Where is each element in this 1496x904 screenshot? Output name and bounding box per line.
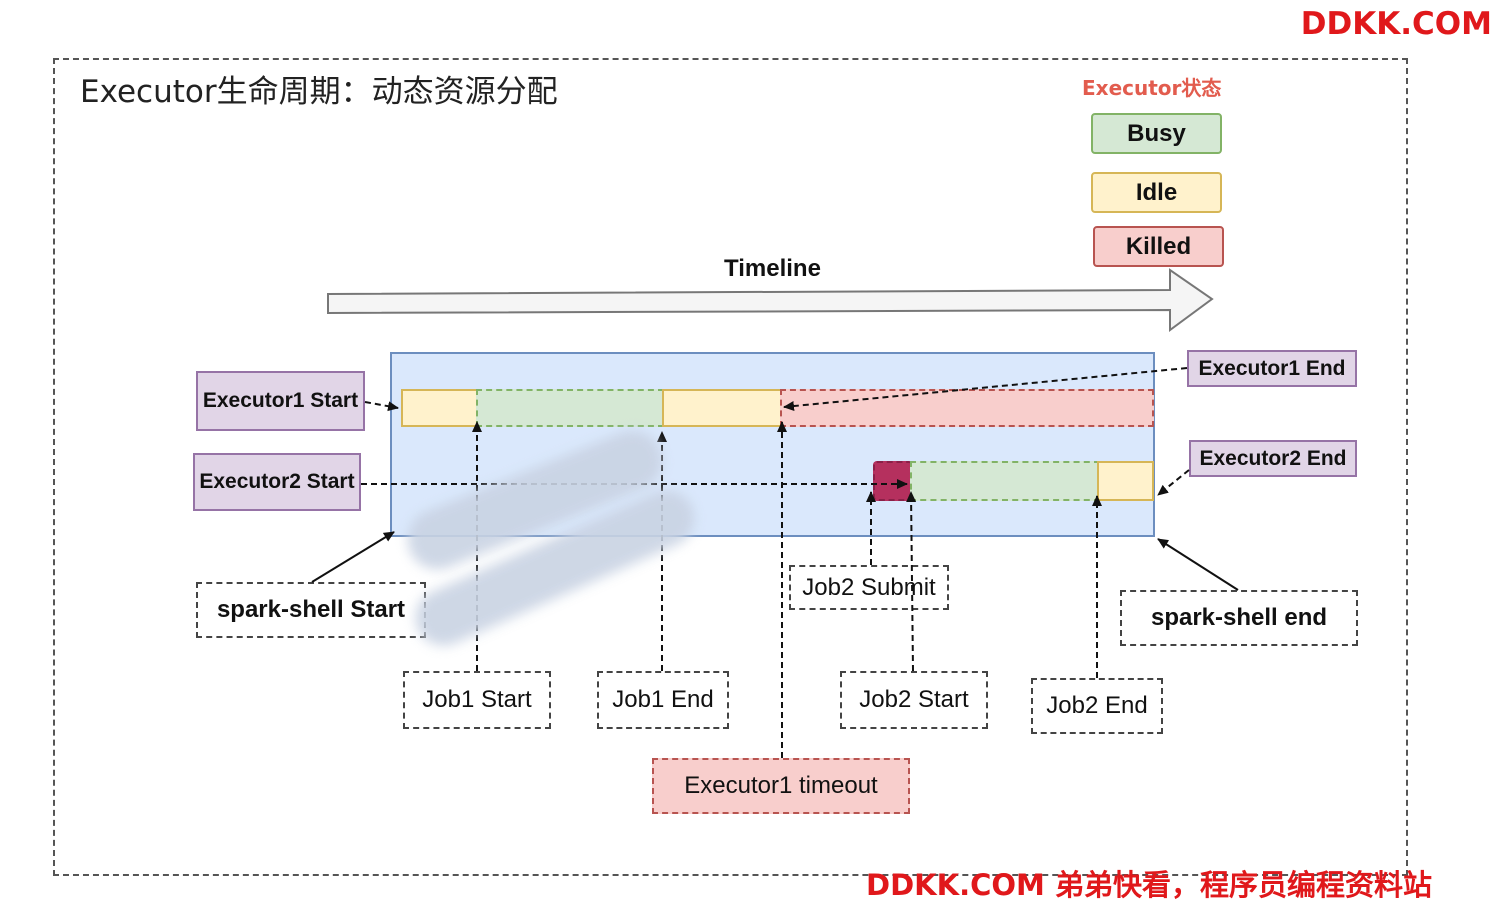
job2-submit-box: Job2 Submit [789, 565, 949, 610]
executor1-end-label: Executor1 End [1187, 350, 1357, 387]
executor1-idle-segment-2 [662, 389, 782, 427]
executor2-end-label: Executor2 End [1189, 440, 1357, 477]
executor2-start-label: Executor2 Start [193, 453, 361, 511]
watermark-top: DDKK.COM [1300, 6, 1492, 42]
spark-end-connector [1157, 538, 1239, 591]
diagram-title: Executor生命周期：动态资源分配 [80, 74, 558, 110]
job2-end-box: Job2 End [1031, 678, 1163, 734]
spark-start-connector [311, 531, 395, 583]
job1-end-box: Job1 End [597, 671, 729, 729]
job2-start-box: Job2 Start [840, 671, 988, 729]
executor2-end-connector [1157, 469, 1190, 496]
spark-shell-start-box: spark-shell Start [196, 582, 426, 638]
executor1-timeout-box: Executor1 timeout [652, 758, 910, 814]
executor2-idle-segment [1097, 461, 1154, 501]
legend-title: Executor状态 [1082, 76, 1222, 100]
job2-start-connector [906, 491, 917, 672]
legend-busy: Busy [1091, 113, 1222, 154]
executor2-busy-segment [910, 461, 1100, 501]
legend-idle: Idle [1091, 172, 1222, 213]
executor1-busy-segment [476, 389, 664, 427]
job1-start-box: Job1 Start [403, 671, 551, 729]
executor1-idle-segment-1 [401, 389, 479, 427]
diagram-frame [53, 58, 1408, 876]
watermark-bottom: DDKK.COM 弟弟快看，程序员编程资料站 [866, 868, 1432, 902]
executor1-start-label: Executor1 Start [196, 371, 365, 431]
executor1-end-connector [783, 367, 1188, 412]
spark-shell-end-box: spark-shell end [1120, 590, 1358, 646]
timeline-label: Timeline [724, 255, 821, 282]
executor1-start-connector [364, 401, 399, 412]
legend-killed: Killed [1093, 226, 1224, 267]
